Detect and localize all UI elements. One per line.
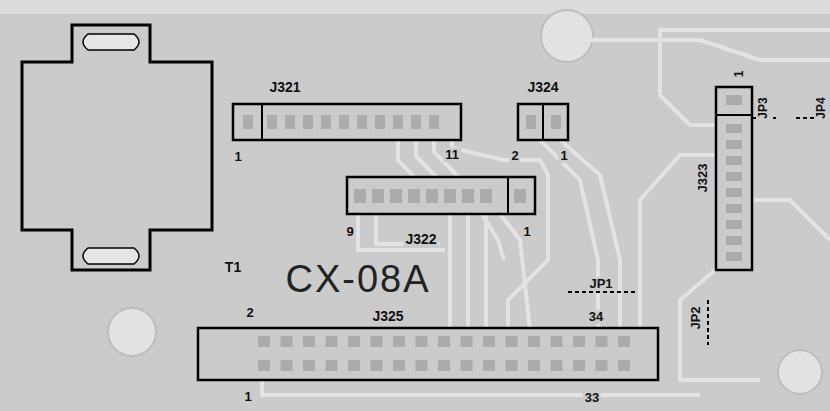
pin-number: 1 bbox=[521, 225, 532, 239]
pin-number: 1 bbox=[733, 69, 746, 80]
connector-name: J325 bbox=[370, 309, 405, 324]
connector-name: J324 bbox=[525, 80, 560, 95]
pin-number: 1 bbox=[242, 390, 253, 404]
pin-pad bbox=[528, 336, 540, 347]
connector-name: J322 bbox=[403, 232, 438, 247]
pin-pad bbox=[438, 360, 450, 371]
pin-pad bbox=[348, 336, 360, 347]
pin-pad bbox=[596, 360, 608, 371]
pin-pad bbox=[416, 360, 428, 371]
pin-pad bbox=[393, 360, 405, 371]
pin-pad bbox=[528, 360, 540, 371]
pin-pad bbox=[573, 360, 585, 371]
pin-pad bbox=[303, 336, 315, 347]
pin-number: 1 bbox=[232, 150, 243, 164]
pin-pad bbox=[258, 336, 270, 347]
pin-number: 11 bbox=[443, 148, 461, 162]
pin-pad bbox=[461, 360, 473, 371]
pin-number: 34 bbox=[587, 310, 605, 324]
pin-pad bbox=[618, 360, 630, 371]
jumper-name: JP3 bbox=[757, 95, 770, 120]
pin-pad bbox=[506, 336, 518, 347]
connector-name: J321 bbox=[267, 80, 302, 95]
pin-number: 9 bbox=[344, 225, 355, 239]
pin-pad bbox=[506, 360, 518, 371]
pin-pad bbox=[371, 360, 383, 371]
pin-pad bbox=[281, 336, 293, 347]
pin-pad bbox=[303, 360, 315, 371]
pin-pad bbox=[551, 336, 563, 347]
pin-pad bbox=[573, 336, 585, 347]
pin-pad bbox=[551, 360, 563, 371]
board-name: CX-08A bbox=[283, 259, 432, 301]
pin-pad bbox=[348, 360, 360, 371]
jumper-name: JP4 bbox=[815, 95, 828, 120]
pin-pad bbox=[618, 336, 630, 347]
jumper-name: JP1 bbox=[587, 277, 614, 291]
pin-pad bbox=[326, 336, 338, 347]
pin-pad bbox=[326, 360, 338, 371]
pin-pad bbox=[416, 336, 428, 347]
connector-name: J323 bbox=[696, 162, 710, 195]
pin-pad bbox=[461, 336, 473, 347]
pin-pad bbox=[483, 360, 495, 371]
pin-number: 2 bbox=[509, 149, 520, 163]
pin-number: 33 bbox=[583, 391, 601, 405]
pin-pad bbox=[596, 336, 608, 347]
pin-pad bbox=[371, 336, 383, 347]
pin-number: 1 bbox=[558, 149, 569, 163]
pin-pad bbox=[281, 360, 293, 371]
pin-pad bbox=[393, 336, 405, 347]
pin-pad bbox=[438, 336, 450, 347]
pin-pad bbox=[483, 336, 495, 347]
pin-number: 2 bbox=[244, 306, 255, 320]
part-name: T1 bbox=[223, 260, 243, 275]
pin-pad bbox=[258, 360, 270, 371]
jumper-name: JP2 bbox=[689, 304, 703, 331]
